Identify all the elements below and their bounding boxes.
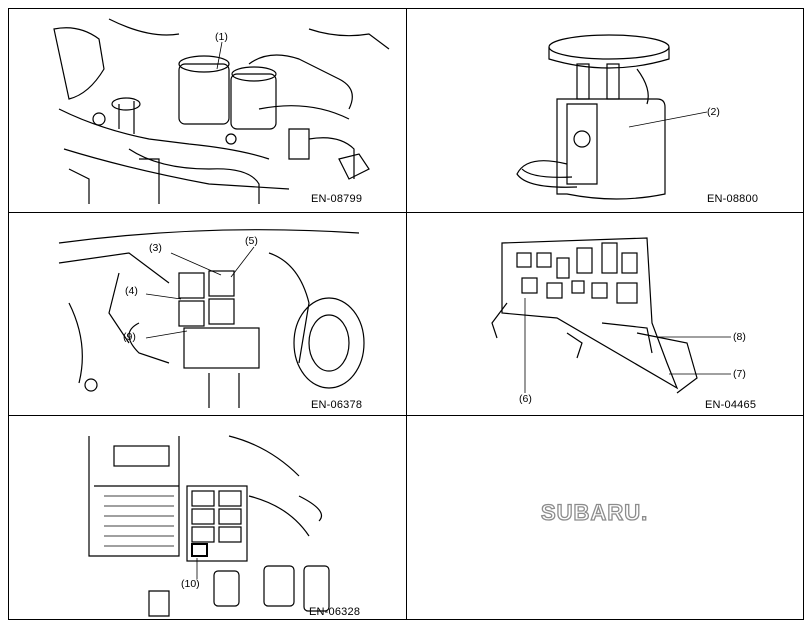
callout-1: (1) [215, 31, 228, 43]
grid-divider-row2 [9, 415, 803, 416]
figure-grid: (1) EN-08799 (2) EN-08800 [8, 8, 804, 620]
figure-id: EN-06378 [311, 399, 363, 411]
callout-7: (7) [733, 368, 746, 380]
grid-divider-vertical [406, 9, 407, 619]
grid-divider-row1 [9, 212, 803, 213]
subaru-logo: SUBARU. [540, 499, 649, 525]
panel-logo: SUBARU. [407, 416, 803, 619]
panel-engine-compartment: (1) EN-08799 [9, 9, 406, 212]
panel-fuel-pump: (2) EN-08800 [407, 9, 803, 212]
figure-id: EN-08800 [707, 193, 759, 205]
callout-10: (10) [181, 578, 200, 590]
panel-pedal-relay-box: (10) EN-06328 [9, 416, 406, 619]
panel-relay-block: (3) (4) (5) (9) EN-06378 [9, 213, 406, 415]
pedal-relay-illustration [88, 435, 330, 617]
callout-4: (4) [125, 285, 138, 297]
engine-compartment-illustration [53, 18, 390, 204]
fuel-pump-illustration [516, 34, 708, 200]
figure-id: EN-06328 [309, 606, 361, 618]
callout-9: (9) [123, 331, 136, 343]
figure-id: EN-08799 [311, 193, 363, 205]
callout-6: (6) [519, 393, 532, 405]
relay-block-illustration [58, 229, 365, 408]
fuse-box-illustration [491, 237, 731, 394]
figure-id: EN-04465 [705, 399, 757, 411]
callout-3: (3) [149, 242, 162, 254]
callout-5: (5) [245, 235, 258, 247]
panel-fuse-box: (6) (7) (8) EN-04465 [407, 213, 803, 415]
callout-8: (8) [733, 331, 746, 343]
callout-2: (2) [707, 106, 720, 118]
